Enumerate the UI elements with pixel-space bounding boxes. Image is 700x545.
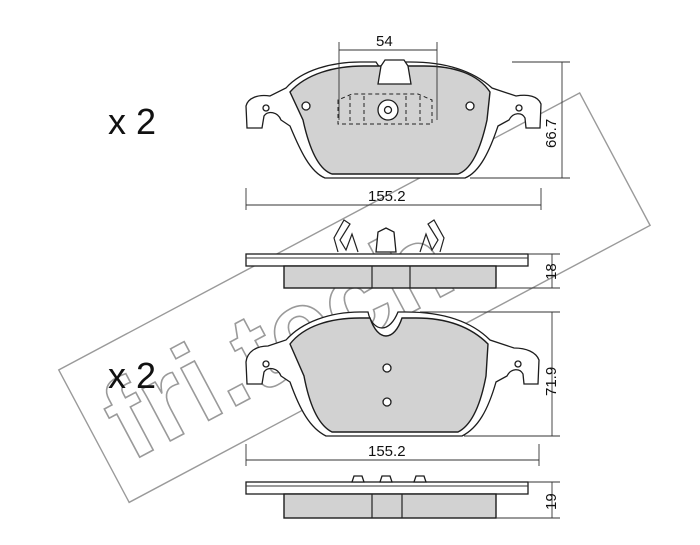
bottom-pad-quantity: x 2 (108, 355, 156, 396)
top-width-value: 155.2 (368, 188, 406, 205)
bottom-side-clip-center (379, 475, 393, 483)
bottom-pad-upper-hole (382, 363, 392, 373)
top-spacing-value: 54 (376, 33, 393, 50)
top-pad-sensor-outline (337, 93, 433, 125)
bottom-pad-friction-material (289, 317, 489, 433)
top-pad-front-view (245, 59, 542, 179)
top-pad-clip (377, 59, 412, 85)
top-pad-quantity: x 2 (108, 101, 156, 142)
top-side-spring-clip (333, 219, 445, 253)
bottom-thickness-value: 19 (543, 493, 560, 510)
top-thickness-dimension: 18 (496, 253, 560, 289)
top-height-value: 66.7 (543, 119, 560, 148)
bottom-pad-side-view (245, 475, 529, 519)
bottom-width-dimension: 155.2 (245, 443, 540, 466)
bottom-side-backing-plate (245, 481, 529, 495)
top-height-dimension: 66.7 (470, 61, 570, 179)
top-pad-left-hole (301, 101, 311, 111)
top-pad-side-view (245, 219, 529, 289)
bottom-height-value: 71.9 (543, 367, 560, 396)
bottom-pad-lower-hole (382, 397, 392, 407)
top-side-backing-plate (245, 253, 529, 267)
top-pad-right-hole (465, 101, 475, 111)
top-side-friction-block (283, 265, 497, 289)
bottom-thickness-dimension: 19 (496, 481, 560, 519)
bottom-side-friction-block (283, 493, 497, 519)
bottom-side-clip-left (351, 475, 365, 483)
top-pad-center-hole (383, 105, 393, 115)
bottom-pad-front-view (245, 311, 540, 437)
bottom-height-dimension: 71.9 (420, 311, 560, 437)
top-pad-right-ear-hole (515, 104, 523, 112)
top-thickness-value: 18 (543, 263, 560, 280)
bottom-pad-left-ear-hole (262, 360, 270, 368)
bottom-side-clip-right (413, 475, 427, 483)
top-spacing-dimension: 54 (338, 33, 438, 120)
top-width-dimension: 155.2 (245, 188, 542, 210)
top-side-clip-center (375, 227, 397, 253)
top-pad-left-ear-hole (262, 104, 270, 112)
bottom-pad-right-ear-hole (514, 360, 522, 368)
bottom-width-value: 155.2 (368, 443, 406, 460)
